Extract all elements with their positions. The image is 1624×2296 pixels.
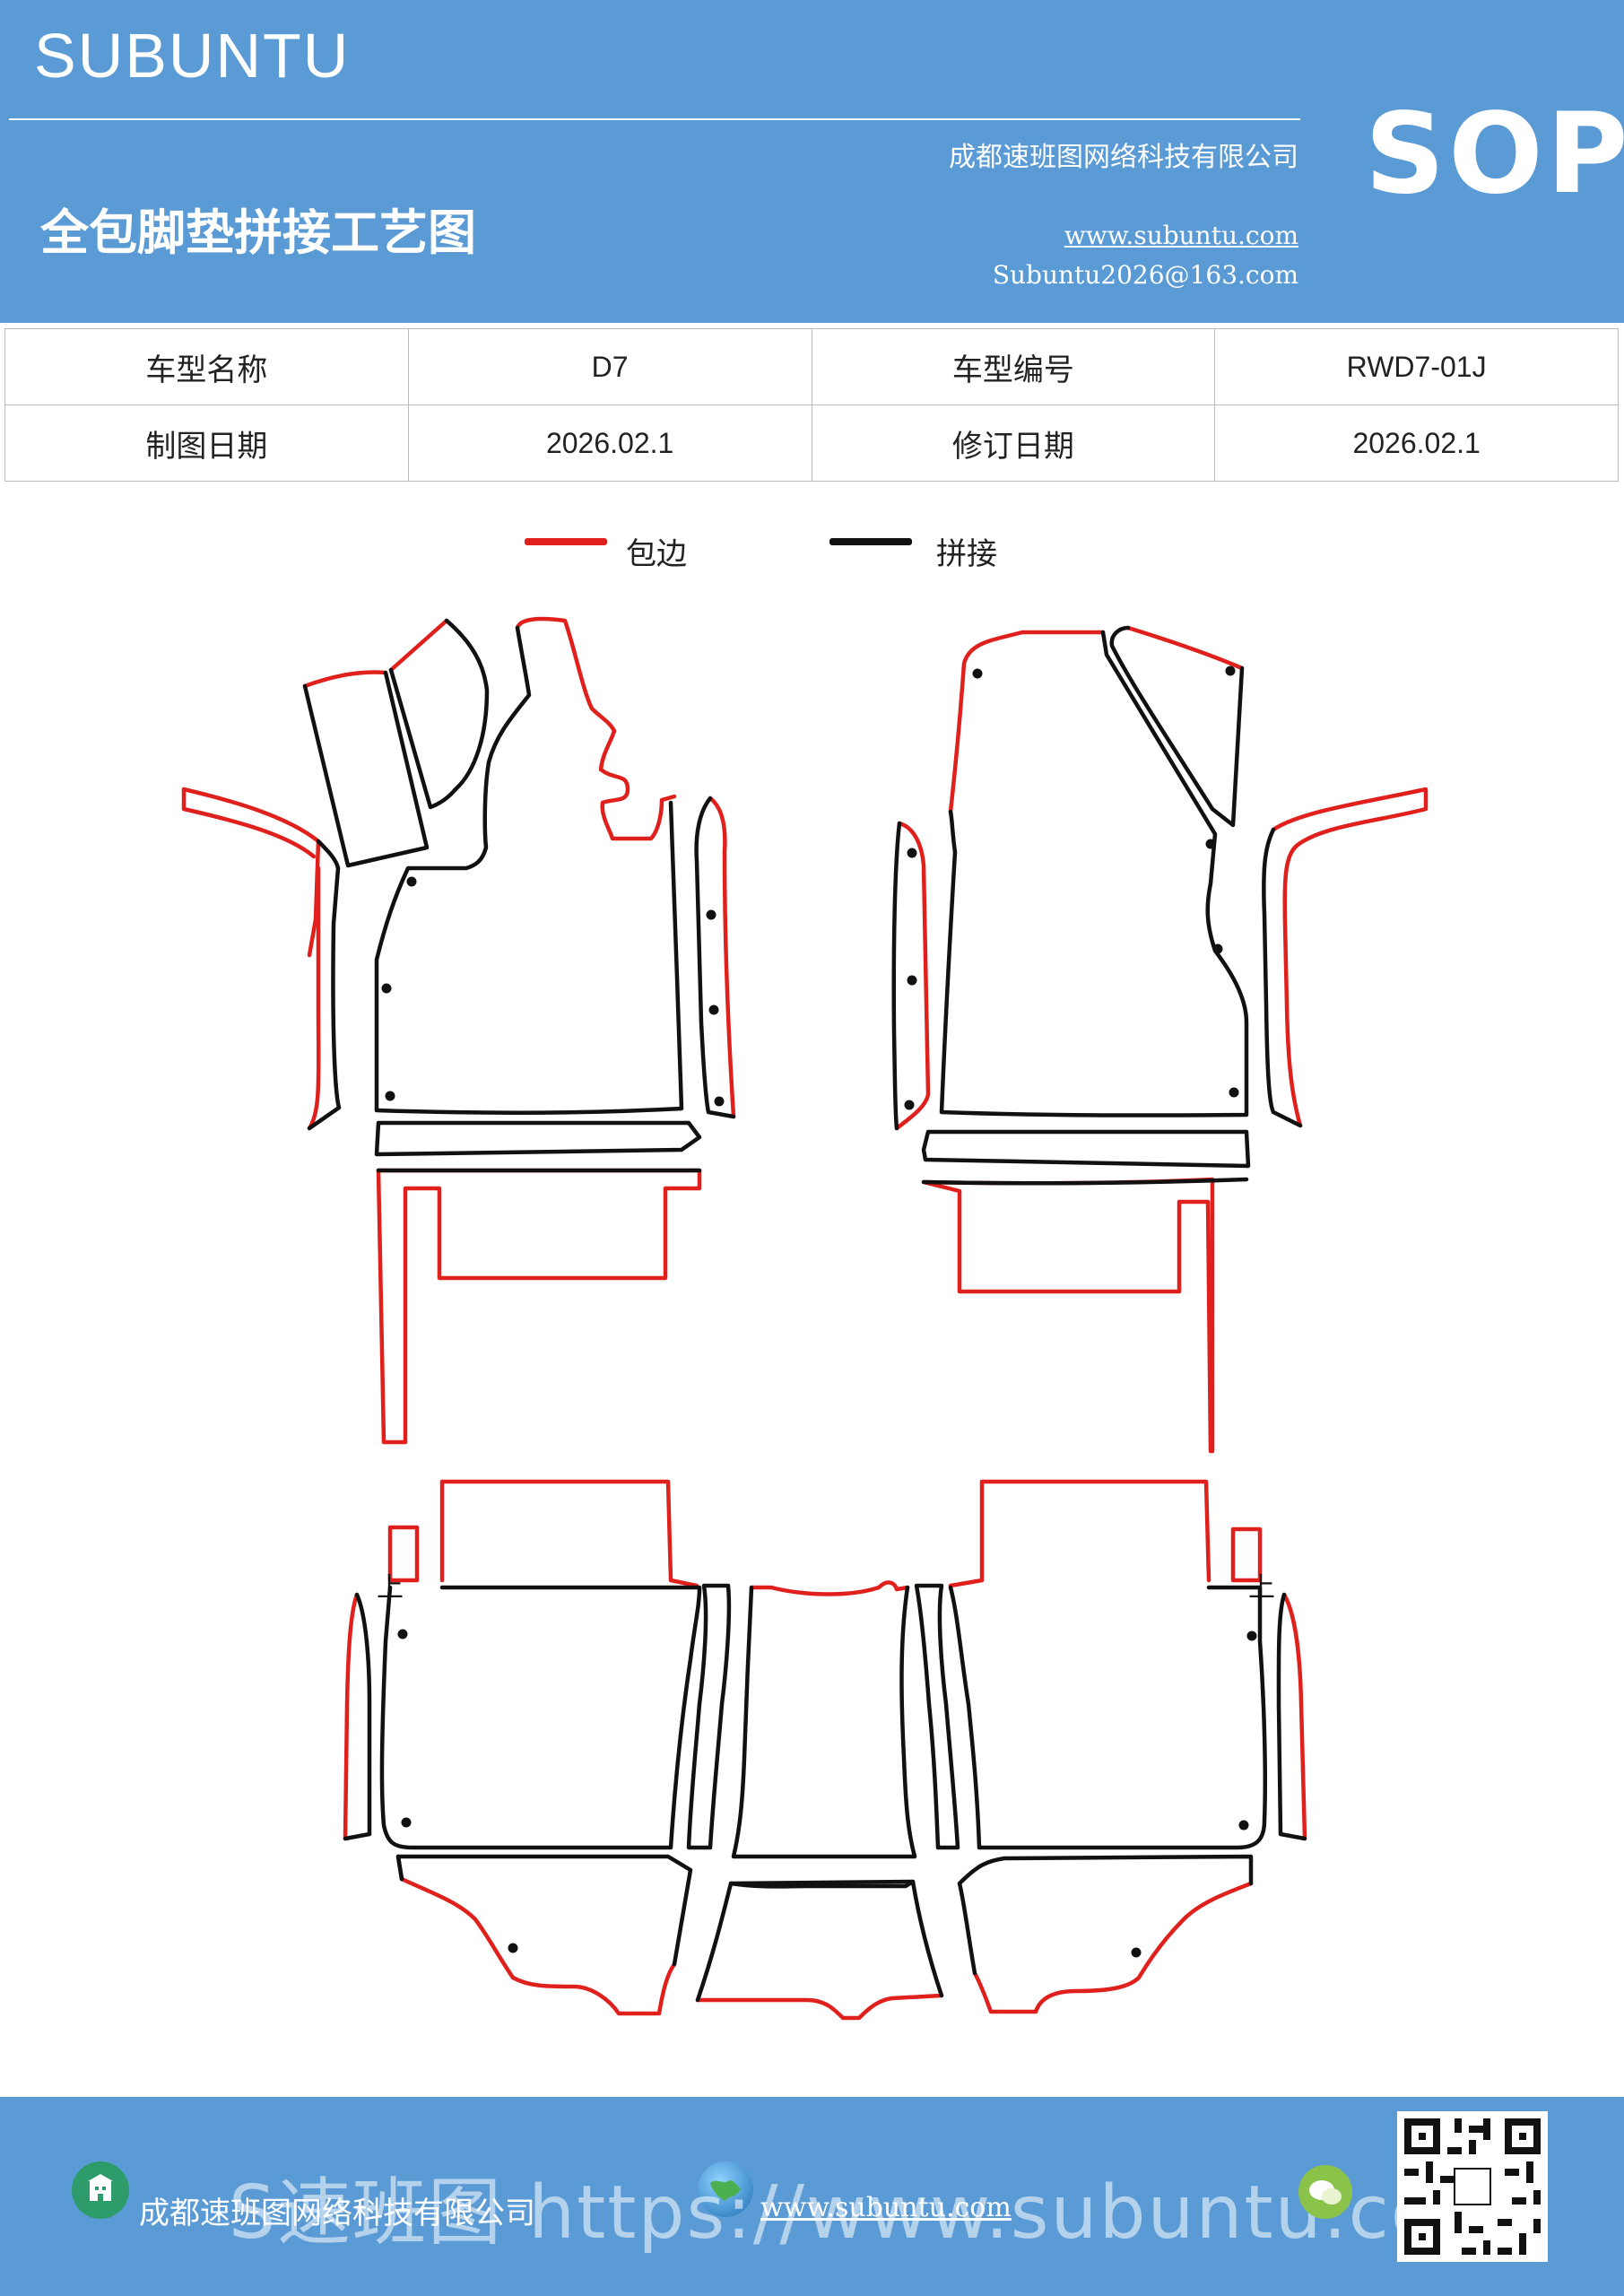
revision-date-value: 2026.02.1 [1214,404,1619,482]
right-front-bottom-strip [921,1129,1251,1169]
website-link[interactable]: www.subuntu.com [1064,221,1298,250]
email-address: Subuntu2026@163.com [992,260,1298,290]
footer-website-link[interactable]: www.subuntu.com [760,2192,1012,2223]
edge-legend-label: 包边 [626,536,687,572]
rear-center-footrest [695,1879,944,2021]
left-front-lower-frame [376,1168,702,1445]
right-front-side-panel [1109,625,1245,828]
right-front-left-strip [891,821,931,1131]
globe-icon [698,2161,753,2217]
direction-mark-left: 上 [377,1572,404,1604]
table-row: 制图日期 2026.02.1 修订日期 2026.02.1 [4,404,1619,482]
edge-legend-swatch [525,538,607,545]
left-front-side-panel-b [388,618,490,810]
rear-left-top-flap [387,1479,699,1588]
footer-company-name: 成都速班图网络科技有限公司 [139,2196,535,2231]
rear-left-inner-strips [686,1583,732,1850]
left-front-side-panel-a [302,670,430,868]
sop-badge: SOP [1365,90,1624,219]
left-front-main-mat [374,616,684,1116]
right-front-main-mat [939,630,1249,1118]
right-front-footrest-strip [1262,787,1429,1128]
rear-left-edge-strip [343,1592,372,1841]
drawing-date-value: 2026.02.1 [407,404,812,482]
rear-center-mat [731,1580,917,1859]
left-front-footrest-strip [181,787,342,1131]
vehicle-info-table: 车型名称 D7 车型编号 RWD7-01J 制图日期 2026.02.1 修订日… [4,328,1619,482]
rear-right-edge-strip [1276,1592,1307,1841]
left-front-right-strip [694,796,736,1119]
model-name-value: D7 [407,328,812,405]
locating-holes [381,665,1257,1958]
label-cell: 车型名称 [4,328,409,405]
seam-legend-swatch [829,538,912,545]
wechat-icon [1298,2165,1352,2219]
table-row: 车型名称 D7 车型编号 RWD7-01J [4,328,1619,405]
brand-name: SUBUNTU [34,21,351,91]
model-code-value: RWD7-01J [1214,328,1619,405]
rear-right-footrest [957,1854,1254,2014]
footer-overlay-watermark: S速班图 https://www.subuntu.com [229,2170,1511,2256]
seam-legend-label: 拼接 [936,536,997,572]
right-front-lower-frame [921,1177,1249,1454]
rear-right-top-flap [948,1479,1263,1588]
rear-right-inner-strips [914,1583,960,1850]
rear-right-main-mat [948,1585,1268,1850]
footer-banner: 成都速班图网络科技有限公司 www.subuntu.com S速班图 https… [0,2097,1624,2296]
legend: 包边 拼接 [0,520,1624,574]
label-cell: 车型编号 [811,328,1216,405]
header-banner: SUBUNTU 成都速班图网络科技有限公司 全包脚垫拼接工艺图 www.subu… [0,0,1624,323]
header-divider [9,118,1300,120]
building-icon [72,2161,129,2219]
qr-code [1397,2111,1548,2262]
page-title: 全包脚垫拼接工艺图 [40,204,476,261]
label-cell: 修订日期 [811,404,1216,482]
direction-mark-right: 上 [1248,1572,1275,1604]
label-cell: 制图日期 [4,404,409,482]
rear-left-main-mat [379,1585,702,1850]
rear-left-footrest [395,1854,693,2016]
company-name: 成都速班图网络科技有限公司 [949,142,1298,173]
left-front-bottom-strip [374,1120,702,1157]
